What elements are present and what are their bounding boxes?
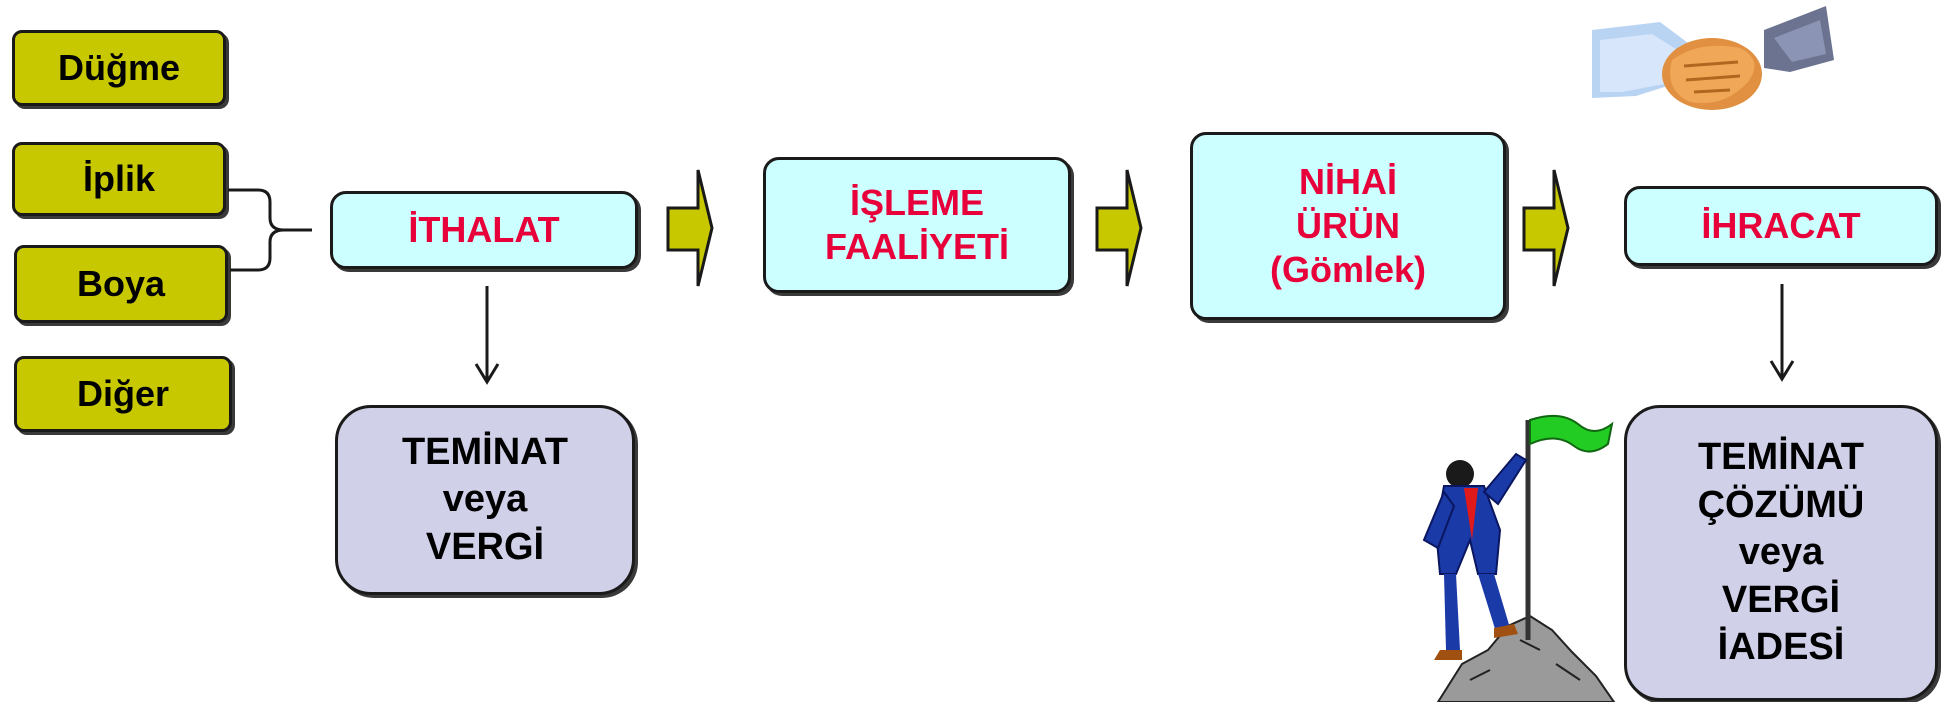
flow-arrow-1 <box>666 169 714 287</box>
step-final-product: NİHAİ ÜRÜN (Gömlek) <box>1190 132 1506 320</box>
input-box-diger: Diğer <box>14 356 232 432</box>
step-import: İTHALAT <box>330 191 638 269</box>
step-processing: İŞLEME FAALİYETİ <box>763 157 1071 293</box>
result-import: TEMİNAT veya VERGİ <box>335 405 635 595</box>
flow-arrow-2 <box>1095 169 1143 287</box>
input-bracket <box>228 188 312 272</box>
input-box-dugme: Düğme <box>12 30 226 106</box>
input-box-boya: Boya <box>14 245 228 323</box>
result-export: TEMİNAT ÇÖZÜMÜ veya VERGİ İADESİ <box>1624 405 1938 701</box>
step-export: İHRACAT <box>1624 186 1938 266</box>
handshake-icon <box>1592 6 1834 110</box>
flow-arrow-3 <box>1522 169 1570 287</box>
down-arrow-import <box>474 286 500 385</box>
mountain-climber-icon <box>1422 414 1616 702</box>
down-arrow-export <box>1769 284 1795 382</box>
input-box-iplik: İplik <box>12 142 226 216</box>
